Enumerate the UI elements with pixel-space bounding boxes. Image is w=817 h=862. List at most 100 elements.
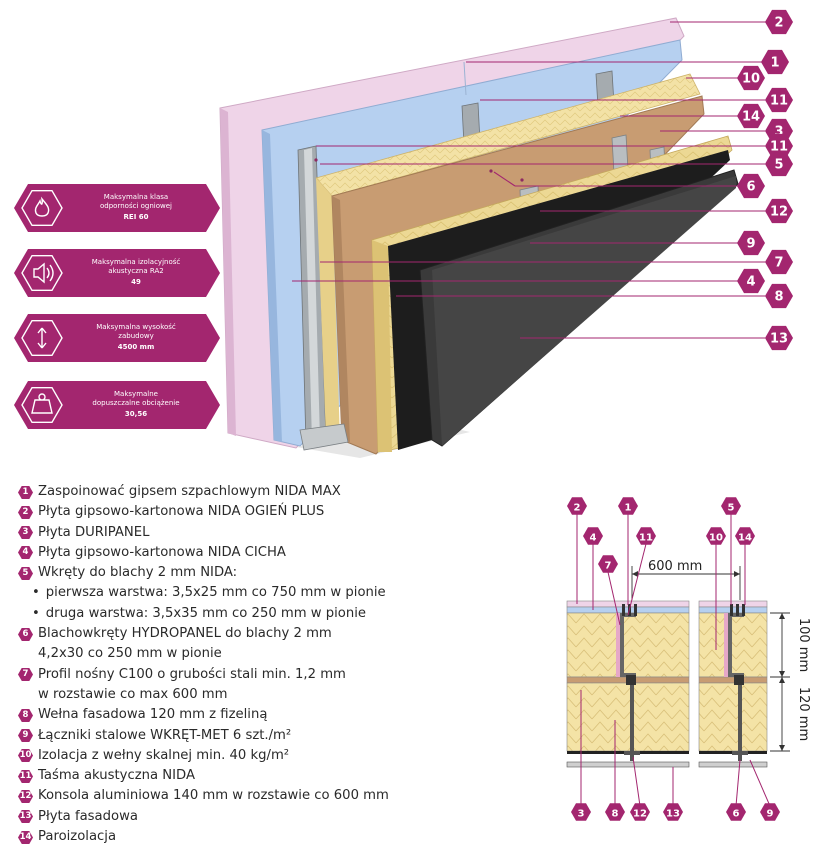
legend-number: 12 (19, 790, 32, 801)
legend-text: Łączniki stalowe WKRĘT-MET 6 szt./m² (38, 727, 292, 743)
section-top-marker-11: 11 (636, 527, 656, 545)
legend-number-badge: 3 (18, 525, 33, 540)
section-bottom-marker-8-number: 8 (612, 809, 619, 820)
legend-number: 11 (19, 770, 32, 781)
callout-marker-14: 14 (737, 103, 765, 129)
section-bottom-marker-9: 9 (760, 803, 780, 821)
section-top-marker-4-number: 4 (590, 533, 597, 544)
badge-line1: Maksymalna wysokość (96, 323, 176, 331)
legend-number: 6 (22, 628, 29, 639)
callout-marker-10: 10 (737, 65, 765, 91)
badge-line1: Maksymalna klasa (104, 193, 168, 201)
section-bottom-marker-3: 3 (571, 803, 591, 821)
section-bottom-marker-6-number: 6 (733, 809, 740, 820)
legend-number: 14 (19, 831, 32, 842)
badge-icon-frame (21, 189, 63, 227)
section-top-marker-11-shape (636, 527, 656, 545)
legend-text: Płyta gipsowo-kartonowa NIDA CICHA (38, 544, 286, 560)
legend-number: 9 (22, 730, 29, 741)
callout-marker-7-shape (765, 249, 793, 275)
legend-number: 10 (19, 750, 32, 761)
badge-line2: dopuszczalne obciążenie (92, 399, 179, 407)
screw-marks (314, 158, 524, 182)
legend-item-9: 9 Łączniki stalowe WKRĘT-MET 6 szt./m² (18, 726, 438, 746)
section-bottom-marker-12-shape (630, 803, 650, 821)
section-top-marker-14: 14 (735, 527, 755, 545)
callout-marker-13: 13 (765, 325, 793, 351)
section-top-marker-2: 2 (567, 497, 587, 515)
badge-background (14, 381, 220, 429)
callout-marker-5: 5 (765, 151, 793, 177)
legend-text: Zaspoinować gipsem szpachlowym NIDA MAX (38, 484, 341, 499)
callout-leaders (292, 21, 770, 339)
callout-marker-6: 6 (737, 173, 765, 199)
section-leaders (576, 514, 771, 807)
dim-120-label: 120 mm (796, 687, 811, 741)
bottom-track (299, 423, 349, 451)
callout-marker-8-shape (765, 283, 793, 309)
callout-marker-14-shape (737, 103, 765, 129)
legend-number: 2 (22, 506, 29, 517)
section-bottom-marker-13-number: 13 (666, 809, 680, 820)
badge-value: 49 (131, 278, 141, 286)
legend-item-1: 1 Zaspoinować gipsem szpachlowym NIDA MAX (18, 482, 438, 502)
callout-marker-1-shape (761, 49, 789, 75)
legend-text: Płyta DURIPANEL (38, 524, 150, 540)
badge-line1: Maksymalna izolacyjność (92, 258, 181, 266)
section-bottom-marker-13: 13 (663, 803, 683, 821)
section-top-marker-1: 1 (618, 497, 638, 515)
callout-marker-4: 4 (737, 268, 765, 294)
callout-marker-4-number: 4 (746, 275, 755, 290)
callout-marker-1-number: 1 (770, 56, 779, 71)
badge-icon-frame (21, 387, 63, 423)
speaker-icon (33, 262, 54, 284)
callout-marker-2-number: 2 (774, 16, 783, 31)
badge-line2: akustyczna RA2 (108, 267, 163, 275)
legend-bullet: pierwsza warstwa: 3,5x25 mm co 750 mm w … (18, 583, 438, 603)
legend-number: 3 (22, 527, 29, 538)
legend-bullet: druga warstwa: 3,5x35 mm co 250 mm w pio… (18, 604, 438, 624)
callout-marker-8-number: 8 (774, 290, 783, 305)
callout-marker-12: 12 (765, 198, 793, 224)
badge-line2: odporności ogniowej (100, 202, 172, 210)
section-top-marker-10-number: 10 (709, 533, 723, 544)
callout-marker-9-shape (737, 230, 765, 256)
section-top-marker-10: 10 (706, 527, 726, 545)
callout-marker-4-shape (737, 268, 765, 294)
legend-number: 1 (22, 486, 29, 497)
callout-marker-3-number: 3 (774, 125, 783, 140)
legend-text: Konsola aluminiowa 140 mm w rozstawie co… (38, 788, 389, 804)
section-bottom-marker-3-shape (571, 803, 591, 821)
section-right-bay (698, 600, 768, 768)
section-bottom-marker-8-shape (605, 803, 625, 821)
callout-marker-11-shape (765, 87, 793, 113)
section-left-bay (566, 600, 690, 768)
section-top-marker-1-shape (618, 497, 638, 515)
legend-number-badge: 8 (18, 708, 33, 723)
callout-marker-7: 7 (765, 249, 793, 275)
legend-number: 8 (22, 709, 29, 720)
callout-marker-11: 11 (765, 87, 793, 113)
badge-background (14, 314, 220, 362)
legend-item-12: 12 Konsola aluminiowa 140 mm w rozstawie … (18, 786, 438, 806)
callout-marker-12-number: 12 (770, 205, 788, 220)
section-top-marker-7: 7 (598, 555, 618, 573)
callout-marker-14-number: 14 (742, 110, 760, 125)
legend-number: 7 (22, 669, 29, 680)
section-top-marker-10-shape (706, 527, 726, 545)
section-bottom-marker-12: 12 (630, 803, 650, 821)
section-bottom-marker-13-shape (663, 803, 683, 821)
